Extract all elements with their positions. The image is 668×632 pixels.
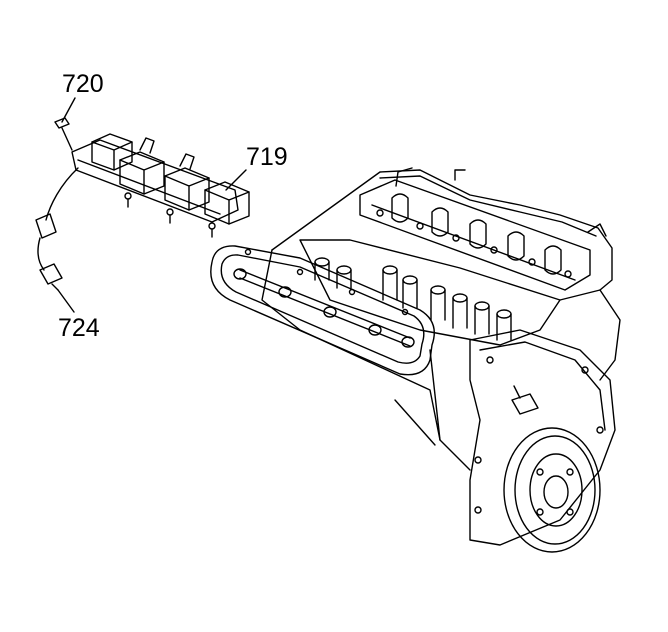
callout-724: 724 xyxy=(58,314,100,342)
ignition-coil-assembly xyxy=(71,133,250,238)
leader-lines xyxy=(57,97,247,313)
coil-bolt xyxy=(54,117,73,151)
crank-pulley xyxy=(503,427,601,553)
callout-720: 720 xyxy=(62,70,104,98)
spark-plug-wire xyxy=(35,167,79,291)
callout-719: 719 xyxy=(246,143,288,171)
valve-cover xyxy=(210,245,435,376)
engine-block xyxy=(210,167,621,553)
